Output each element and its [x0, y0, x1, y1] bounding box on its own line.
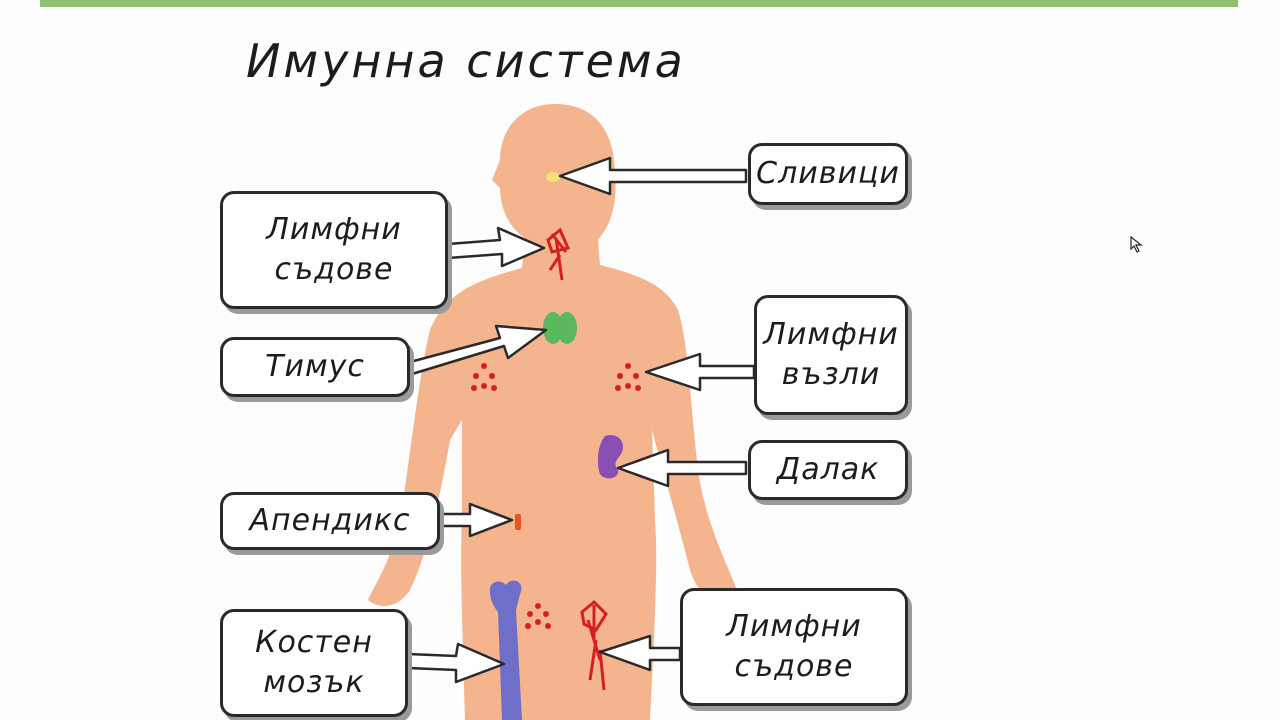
label-bone-marrow-line1: Костен [255, 625, 373, 660]
body-silhouette [368, 104, 738, 720]
lymph-nodes-groin [525, 603, 551, 629]
label-lymph-vessels-upper-line1: Лимфни [266, 212, 402, 247]
label-appendix: Апендикс [220, 492, 440, 550]
label-lymph-nodes: Лимфни възли [754, 295, 908, 415]
label-lymph-vessels-upper: Лимфни съдове [220, 191, 448, 309]
label-bone-marrow: Костен мозък [220, 609, 408, 717]
label-lymph-vessels-lower-line2: съдове [734, 649, 854, 684]
arrow-lymph-vessels-upper [446, 226, 546, 268]
label-spleen-text: Далак [776, 452, 880, 487]
arrow-bone-marrow [406, 642, 506, 684]
label-lymph-nodes-line2: възли [781, 357, 881, 392]
label-thymus: Тимус [220, 337, 410, 397]
label-lymph-vessels-lower-line1: Лимфни [726, 609, 862, 644]
label-spleen: Далак [748, 440, 908, 500]
label-lymph-vessels-upper-line2: съдове [274, 252, 394, 287]
lymph-nodes-right [615, 363, 641, 391]
label-bone-marrow-line2: мозък [263, 665, 365, 700]
label-lymph-nodes-line1: Лимфни [763, 317, 899, 352]
label-thymus-text: Тимус [265, 349, 365, 384]
diagram-title: Имунна система [246, 34, 686, 88]
thymus-organ [543, 312, 577, 344]
arrow-tonsils [558, 156, 748, 196]
arrow-thymus [408, 324, 548, 376]
bone-marrow-organ [489, 580, 522, 720]
arrow-lymph-nodes [644, 352, 756, 392]
lymph-vessels-neck [546, 227, 571, 281]
label-appendix-text: Апендикс [249, 503, 411, 538]
tonsils-organ [546, 172, 560, 182]
top-accent-bar [40, 0, 1238, 7]
lymph-nodes-left [471, 363, 497, 391]
label-lymph-vessels-lower: Лимфни съдове [680, 588, 908, 706]
spleen-organ [597, 435, 624, 479]
arrow-lymph-vessels-lower [598, 634, 682, 672]
lymph-vessels-leg [580, 599, 608, 691]
appendix-organ [515, 514, 521, 530]
label-tonsils-text: Сливици [756, 156, 900, 191]
arrow-appendix [438, 502, 514, 538]
mouse-cursor-icon [1130, 236, 1143, 253]
label-tonsils: Сливици [748, 143, 908, 205]
arrow-spleen [616, 448, 748, 488]
